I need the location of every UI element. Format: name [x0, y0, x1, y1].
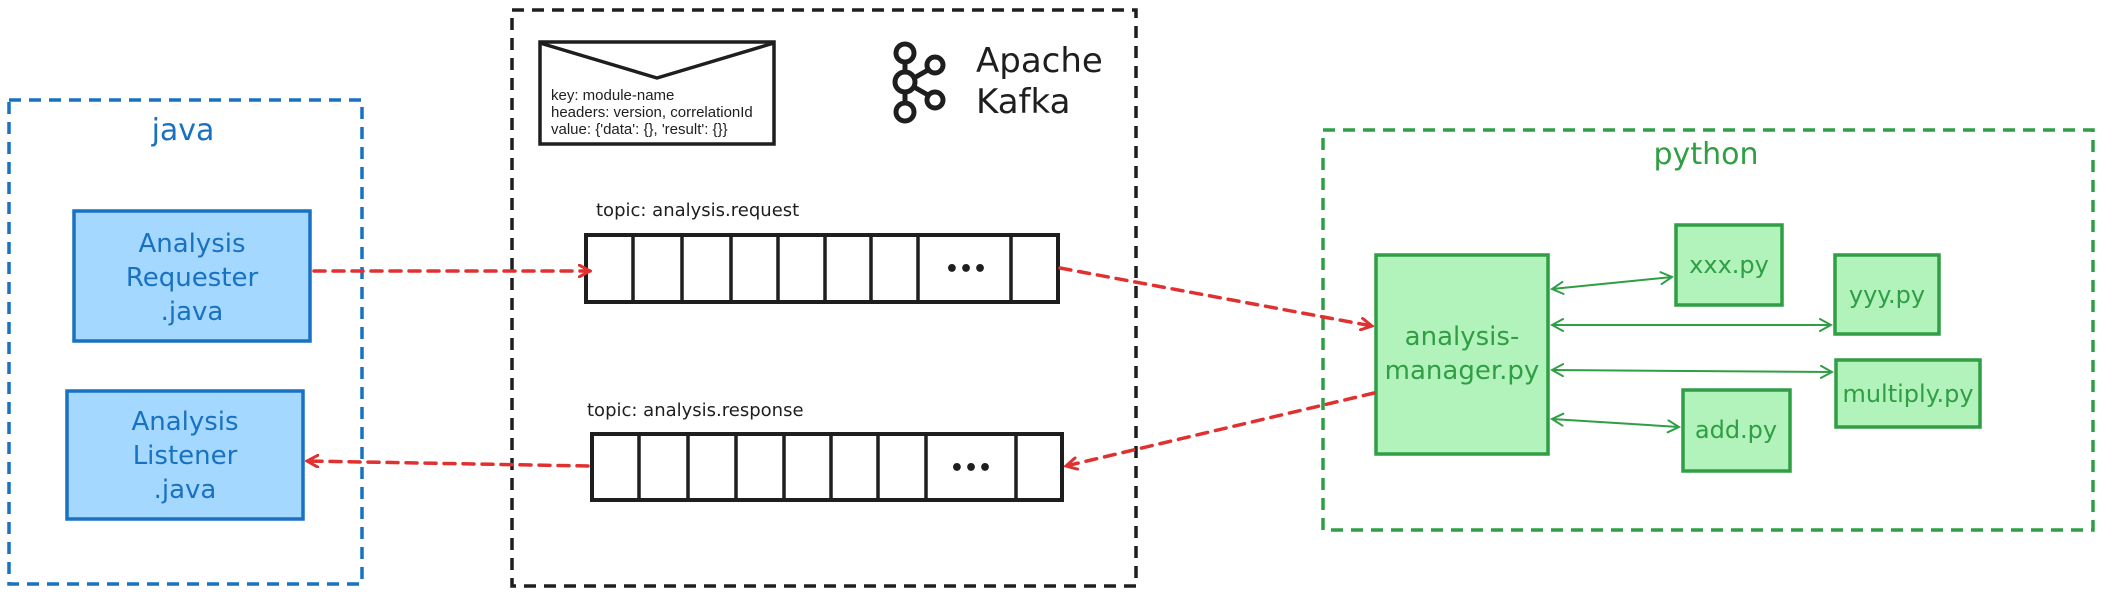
arrow-manager-to-response-topic [1066, 391, 1376, 466]
requester-line-3: .java [161, 297, 224, 327]
analysis-listener-box[interactable]: Analysis Listener .java [65, 389, 305, 521]
java-title: java [151, 113, 215, 148]
add-py-box[interactable]: add.py [1681, 388, 1792, 473]
listener-line-1: Analysis [131, 407, 238, 437]
arrow-manager-xxx [1552, 277, 1672, 289]
message-envelope: key: module-name headers: version, corre… [538, 40, 776, 146]
request-topic-queue[interactable]: ••• [584, 233, 1060, 304]
response-queue-ellipsis: ••• [950, 456, 992, 481]
kafka-logo-icon [892, 41, 946, 124]
python-group-border [1321, 128, 2095, 532]
message-key: key: module-name [551, 87, 674, 104]
manager-line-1: analysis- [1405, 322, 1520, 352]
message-flow-arrows [307, 266, 1376, 466]
arrow-manager-add [1552, 419, 1679, 427]
listener-line-2: Listener [133, 441, 238, 471]
kafka-logo-apache: Apache [976, 41, 1103, 81]
yyy-py-box[interactable]: yyy.py [1833, 253, 1941, 336]
multiply-py-label: multiply.py [1842, 380, 1973, 408]
analysis-manager-box[interactable]: analysis- manager.py [1374, 253, 1550, 456]
kafka-group-border [510, 8, 1138, 588]
response-queue-partitions [637, 434, 1018, 500]
envelope-flap [539, 41, 775, 80]
arrow-manager-multiply [1552, 370, 1832, 372]
message-headers: headers: version, correlationId [551, 104, 753, 121]
listener-line-3: .java [154, 475, 217, 505]
python-module-arrows [1552, 277, 1832, 427]
xxx-py-box[interactable]: xxx.py [1674, 223, 1784, 307]
python-group: python analysis- manager.py xxx.py yyy.p… [1321, 128, 2095, 532]
kafka-group: key: module-name headers: version, corre… [510, 8, 1138, 588]
yyy-py-label: yyy.py [1849, 281, 1925, 309]
multiply-py-box[interactable]: multiply.py [1834, 358, 1982, 429]
add-py-label: add.py [1695, 416, 1777, 444]
python-title: python [1654, 137, 1759, 172]
xxx-py-label: xxx.py [1689, 251, 1769, 279]
response-topic-label: topic: analysis.response [587, 400, 804, 421]
request-topic-label: topic: analysis.request [596, 200, 799, 221]
arrow-request-topic-to-manager [1058, 266, 1372, 326]
arrow-response-topic-to-listener [307, 461, 590, 466]
java-group-border [7, 98, 364, 586]
message-value: value: {'data': {}, 'result': {}} [551, 121, 728, 138]
request-queue-partitions [631, 235, 1013, 302]
requester-line-1: Analysis [138, 229, 245, 259]
request-queue-ellipsis: ••• [945, 257, 987, 282]
requester-line-2: Requester [126, 263, 259, 293]
response-topic-queue[interactable]: ••• [590, 432, 1064, 502]
analysis-requester-box[interactable]: Analysis Requester .java [72, 209, 312, 343]
manager-line-2: manager.py [1385, 356, 1540, 386]
java-group: java Analysis Requester .java Analysis L… [7, 98, 364, 586]
kafka-logo-kafka: Kafka [976, 82, 1070, 122]
